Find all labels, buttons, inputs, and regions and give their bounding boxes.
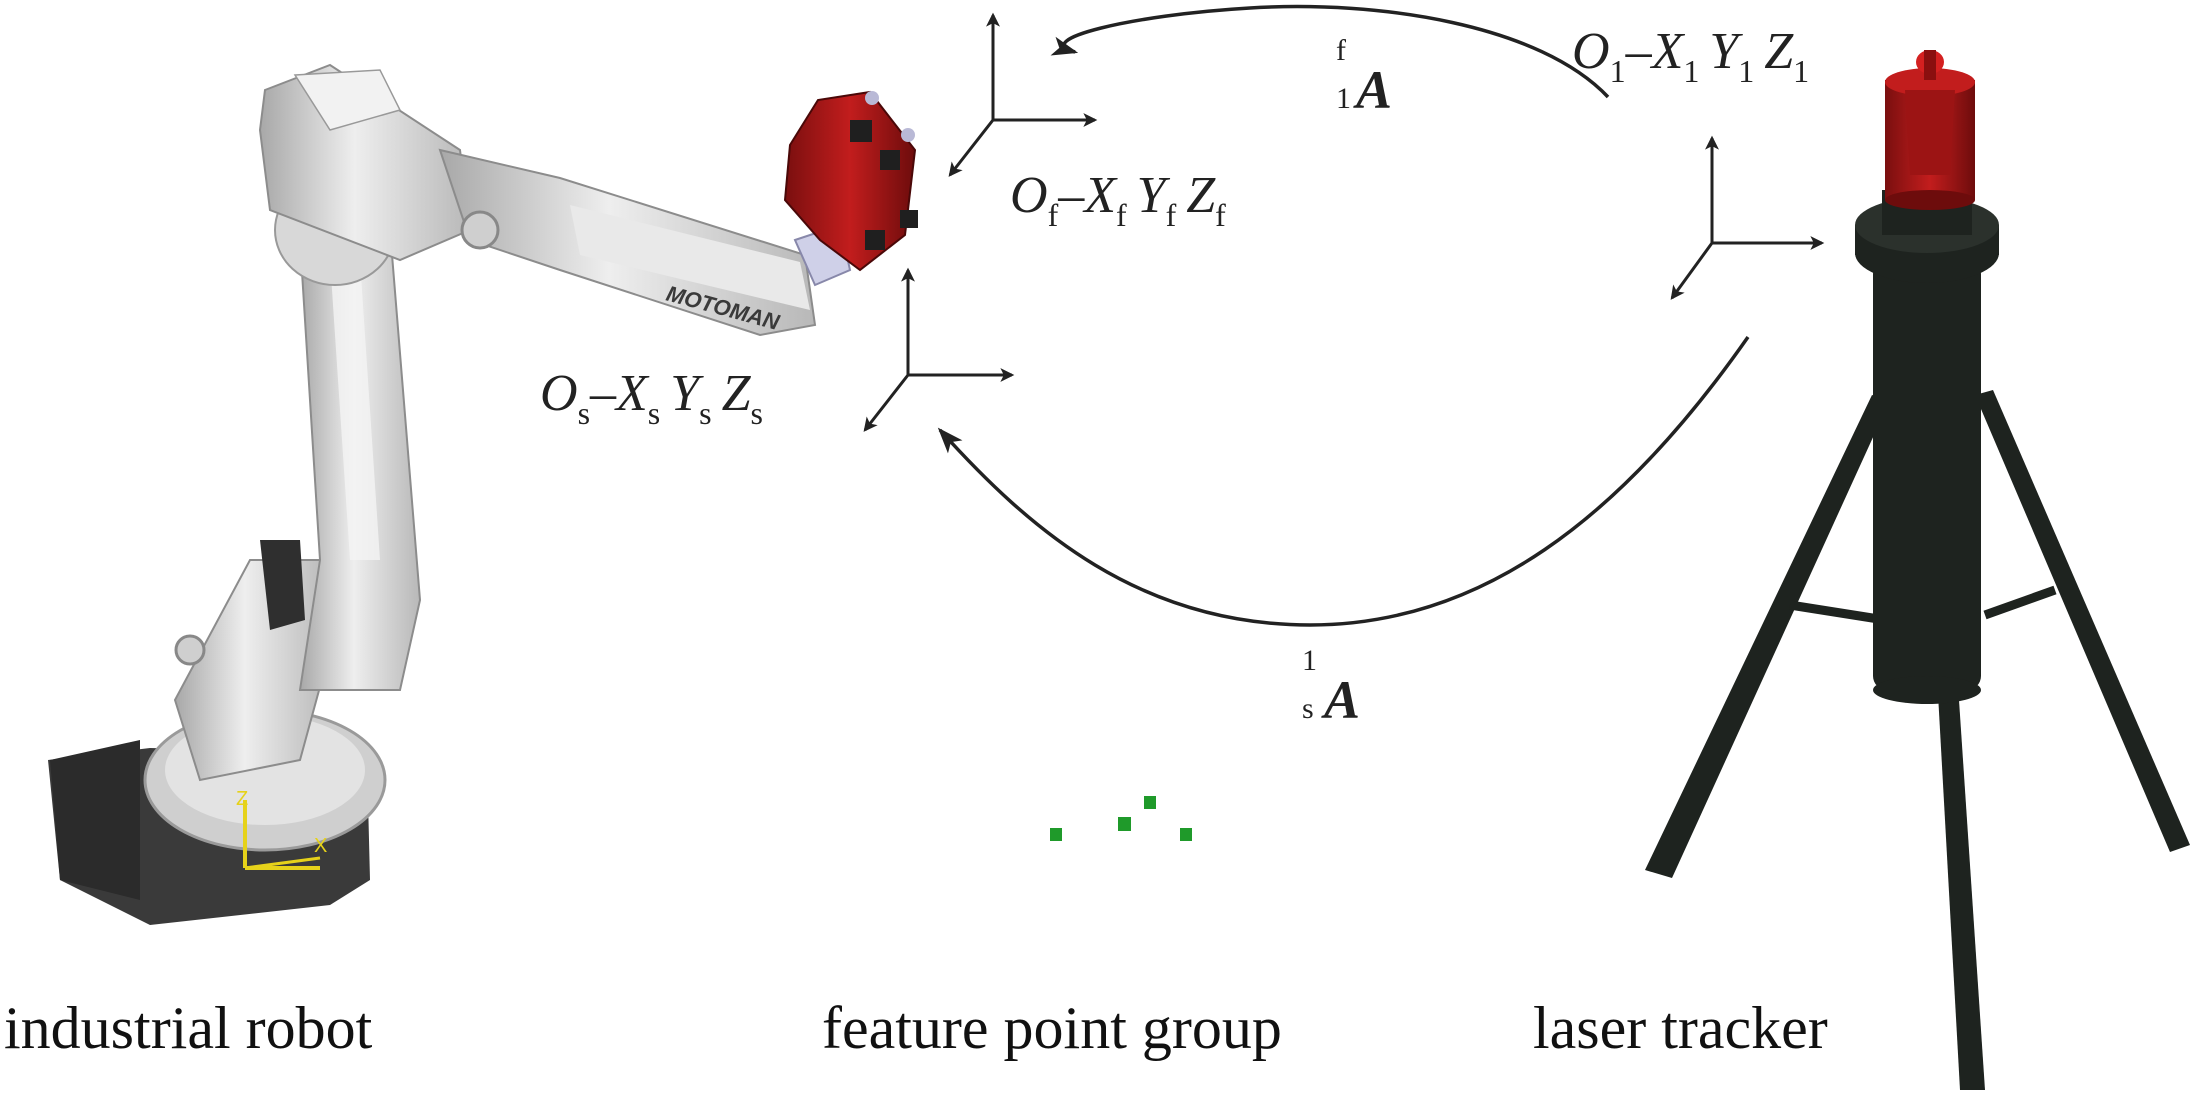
tripod-leg-left [1645, 395, 1890, 878]
feature-point-group [1050, 796, 1192, 841]
frame-axes-flange [948, 12, 1098, 177]
feature-point [1050, 828, 1062, 841]
robot-axis-x-label: X [314, 835, 327, 857]
caption-laser-tracker: laser tracker [1533, 995, 1828, 1061]
feature-point [1144, 796, 1156, 809]
industrial-robot: Z X MOTOMAN [48, 63, 852, 925]
arc-tracker-to-flange [1050, 4, 1610, 99]
end-effector [783, 90, 918, 272]
frame-axes-station [863, 267, 1015, 432]
tracker-column [1873, 260, 1981, 690]
tripod-leg-center [1935, 640, 1985, 1090]
robot-axis-z-label: Z [236, 788, 248, 810]
robot-base-axes: Z X [236, 788, 327, 870]
caption-feature-point-group: feature point group [822, 995, 1282, 1061]
frame-axes-tracker [1670, 135, 1825, 300]
caption-industrial-robot: industrial robot [4, 995, 373, 1061]
feature-point [1118, 817, 1131, 831]
arc-tracker-to-station [937, 335, 1750, 627]
tracker-head [1885, 50, 1975, 210]
transform-label-s1: 1 s A [1302, 644, 1360, 730]
laser-tracker [1645, 50, 2190, 1090]
tripod-leg-right [1975, 390, 2190, 852]
transform-label-f1: f 1 A [1336, 34, 1392, 120]
feature-point [1180, 828, 1192, 841]
